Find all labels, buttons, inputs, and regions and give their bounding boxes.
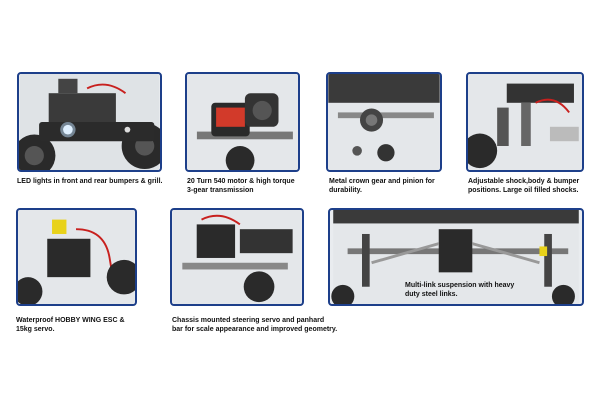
caption-suspension-line-1: Multi-link suspension with heavy [405,282,515,289]
caption-led: LED lights in front and rear bumpers & g… [17,177,162,186]
esc-illustration [18,210,135,304]
caption-shock-line-2: positions. Large oil filled shocks. [468,187,579,194]
led-bumper-illustration [19,74,160,170]
caption-gear-line-1: Metal crown gear and pinion for [329,178,435,185]
caption-shock-line-1: Adjustable shock,body & bumper [468,178,580,185]
caption-gear-line-2: durability. [329,187,362,194]
caption-esc-line-1: Waterproof HOBBY WING ESC & [16,317,125,324]
caption-led-line-1: LED lights in front and rear bumpers & g… [17,178,163,185]
caption-motor-line-1: 20 Turn 540 motor & high torque [187,178,295,185]
photo-steering-servo [170,208,304,306]
caption-servo: Chassis mounted steering servo and panha… [172,316,337,334]
caption-servo-line-1: Chassis mounted steering servo and panha… [172,317,325,324]
caption-suspension: Multi-link suspension with heavy duty st… [405,281,514,299]
shock-illustration [468,74,582,170]
suspension-illustration [331,210,579,304]
gear-illustration [328,74,440,170]
caption-servo-line-2: bar for scale appearance and improved ge… [172,326,338,333]
caption-motor: 20 Turn 540 motor & high torque 3-gear t… [187,177,295,195]
caption-esc: Waterproof HOBBY WING ESC & 15kg servo. [16,316,125,334]
caption-suspension-line-2: duty steel links. [405,291,458,298]
servo-illustration [172,210,302,304]
photo-led-bumpers [17,72,162,172]
photo-motor-transmission [185,72,300,172]
photo-esc [16,208,137,306]
motor-illustration [187,74,298,170]
photo-shocks [466,72,584,172]
caption-esc-line-2: 15kg servo. [16,326,55,333]
caption-gear: Metal crown gear and pinion for durabili… [329,177,435,195]
caption-shock: Adjustable shock,body & bumper positions… [468,177,579,195]
photo-multilink-suspension: Multi-link suspension with heavy duty st… [328,208,584,306]
photo-crown-gear [326,72,442,172]
caption-motor-line-2: 3-gear transmission [187,187,254,194]
